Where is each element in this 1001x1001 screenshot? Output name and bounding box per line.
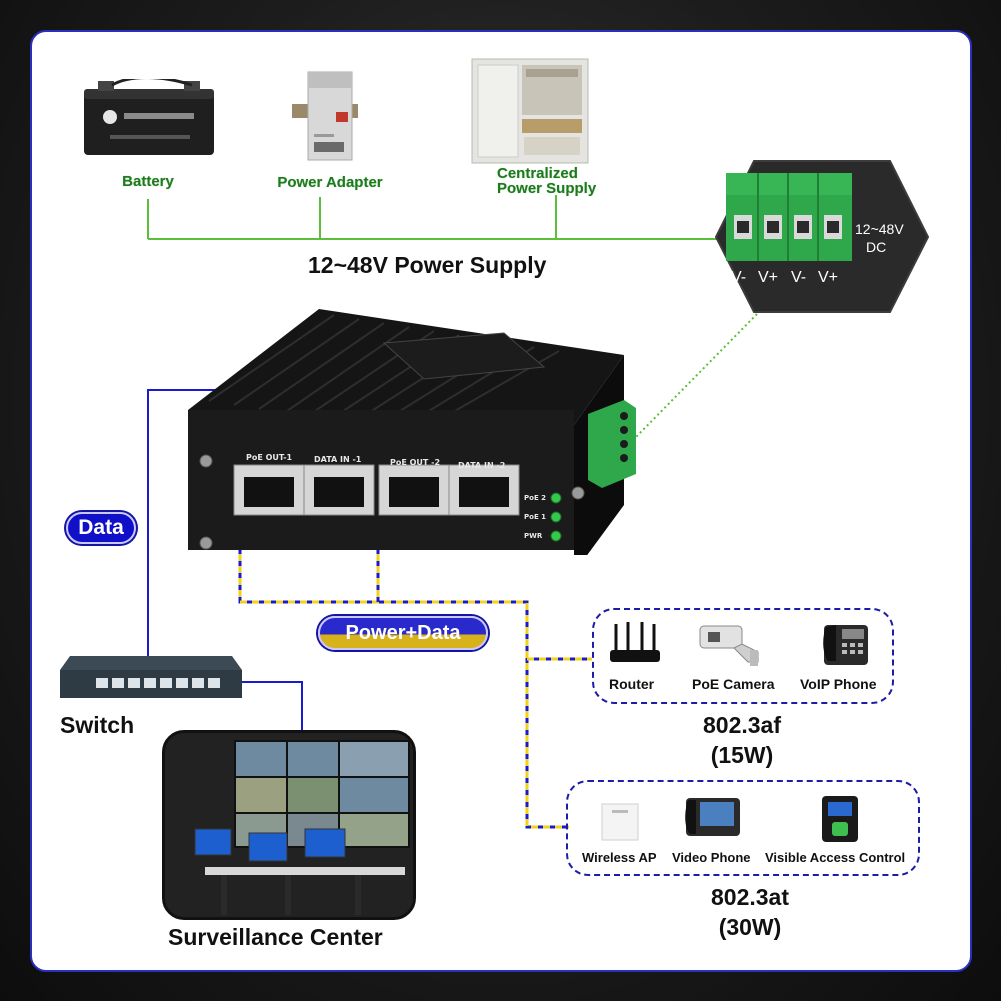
power-source-label: Power Adapter — [277, 174, 383, 191]
terminal-unit: DC — [866, 239, 887, 255]
network-switch-icon — [56, 652, 246, 708]
terminal-pin-label: V- — [731, 269, 747, 286]
din-power-adapter-icon — [290, 64, 360, 164]
power-bus-line — [147, 195, 722, 240]
access-control-icon — [818, 794, 862, 844]
surveillance-center-image — [162, 730, 416, 920]
port-label: PoE OUT-1 — [246, 453, 293, 462]
power-supply-title: 12~48V Power Supply — [308, 252, 547, 278]
terminal-pin-label: V+ — [818, 269, 839, 286]
terminal-block-callout: 12~48V DC V- V+ V- V+ — [700, 159, 930, 314]
voip-phone-icon — [820, 617, 872, 669]
video-phone-icon — [684, 792, 742, 840]
diagram-frame: Battery Power Adapter Centralized Power … — [30, 30, 972, 972]
af-standard: 802.3af — [702, 712, 781, 738]
led-label: PoE 2 — [524, 494, 547, 502]
battery-icon — [80, 76, 220, 157]
poe-camera-icon — [698, 622, 760, 668]
port-label: PoE OUT -2 — [390, 458, 441, 467]
device-label: Video Phone — [672, 850, 751, 865]
data-badge: Data — [66, 512, 136, 544]
power-supply-box-icon — [470, 57, 590, 165]
af-power: (15W) — [710, 742, 774, 768]
switch-label: Switch — [60, 712, 135, 738]
terminal-pin-label: V- — [791, 269, 807, 286]
power-source-label: Battery — [122, 173, 174, 190]
power-source-label: Centralized Power Supply — [497, 166, 617, 196]
led-label: PoE 1 — [524, 513, 547, 521]
poe-injector-device: PoE OUT-1 DATA IN -1 PoE OUT -2 DATA IN … — [184, 305, 644, 582]
port-label: DATA IN -1 — [314, 455, 362, 464]
af-device-group — [592, 608, 894, 704]
device-label: Visible Access Control — [765, 850, 906, 865]
power-data-badge: Power+Data — [318, 616, 488, 650]
power-source-label-text: Centralized Power Supply — [497, 165, 597, 197]
led-label: PWR — [524, 532, 543, 540]
at-device-group — [566, 780, 920, 876]
terminal-link-dotted — [635, 313, 758, 438]
terminal-block-connector — [584, 394, 640, 490]
device-label: Router — [609, 676, 655, 692]
at-standard: 802.3at — [710, 884, 789, 910]
wireless-ap-icon — [600, 802, 640, 842]
device-label: VoIP Phone — [800, 676, 877, 692]
terminal-pin-label: V+ — [758, 269, 779, 286]
router-icon — [608, 622, 662, 668]
device-label: Wireless AP — [582, 850, 657, 865]
at-power: (30W) — [718, 914, 782, 940]
terminal-voltage: 12~48V — [855, 221, 904, 237]
surveillance-center-label: Surveillance Center — [168, 924, 383, 950]
device-label: PoE Camera — [692, 676, 775, 692]
port-label: DATA IN -2 — [458, 461, 506, 470]
